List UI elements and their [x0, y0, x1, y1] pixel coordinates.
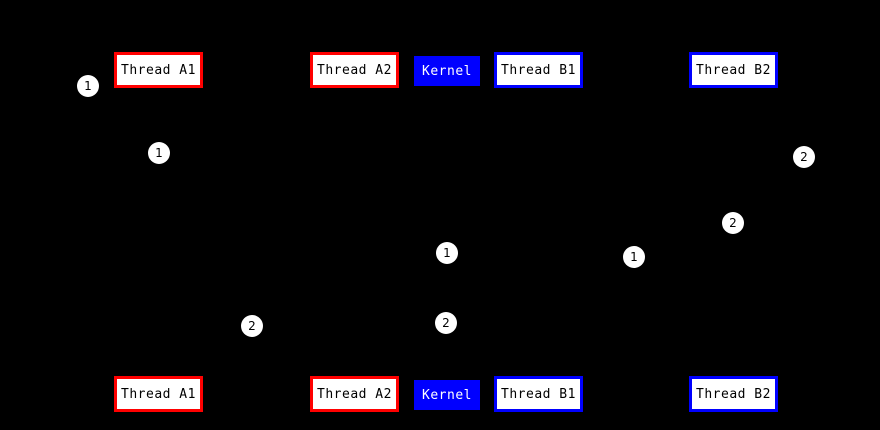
message-arrow-msg-4: [537, 229, 733, 235]
sequence-badge-badge-1-b1: 1: [623, 246, 645, 268]
participant-label: Thread A2: [317, 62, 392, 78]
sequence-badge-badge-2-b2-upper: 2: [793, 146, 815, 168]
participant-label: Kernel: [422, 63, 472, 79]
participant-thread-b1-top[interactable]: Thread B1: [494, 52, 583, 88]
participant-thread-a1-top[interactable]: Thread A1: [114, 52, 203, 88]
lifeline-thread-a1: [158, 88, 159, 376]
sequence-badge-badge-2-a1-lower: 2: [241, 315, 263, 337]
participant-kernel-top[interactable]: Kernel: [414, 56, 480, 86]
participant-label: Thread B1: [501, 62, 576, 78]
lifeline-kernel: [447, 88, 448, 376]
participant-thread-b2-bottom[interactable]: Thread B2: [689, 376, 778, 412]
message-arrow-msg-7: [158, 337, 355, 343]
participant-thread-a1-bottom[interactable]: Thread A1: [114, 376, 203, 412]
message-arrow-msg-5: [446, 262, 538, 268]
participant-label: Thread A2: [317, 386, 392, 402]
lifeline-thread-a2: [354, 88, 355, 376]
participant-label: Thread B2: [696, 386, 771, 402]
participant-thread-a2-bottom[interactable]: Thread A2: [310, 376, 399, 412]
sequence-badge-badge-1-kernel: 1: [436, 242, 458, 264]
sequence-badge-badge-1-left-top: 1: [77, 75, 99, 97]
message-arrow-msg-1: [158, 119, 355, 125]
participant-label: Kernel: [422, 387, 472, 403]
participant-thread-a2-top[interactable]: Thread A2: [310, 52, 399, 88]
message-arrow-msg-6: [157, 297, 447, 303]
participant-label: Thread B2: [696, 62, 771, 78]
participant-kernel-bottom[interactable]: Kernel: [414, 380, 480, 410]
message-arrow-msg-2: [354, 160, 448, 166]
sequence-badge-badge-1-a1-lifeline: 1: [148, 142, 170, 164]
participant-label: Thread A1: [121, 386, 196, 402]
participant-label: Thread A1: [121, 62, 196, 78]
participant-thread-b2-top[interactable]: Thread B2: [689, 52, 778, 88]
participant-label: Thread B1: [501, 386, 576, 402]
participant-thread-b1-bottom[interactable]: Thread B1: [494, 376, 583, 412]
message-arrow-msg-3: [447, 193, 734, 199]
sequence-badge-badge-2-kernel: 2: [435, 312, 457, 334]
sequence-badge-badge-2-b2-lower: 2: [722, 212, 744, 234]
